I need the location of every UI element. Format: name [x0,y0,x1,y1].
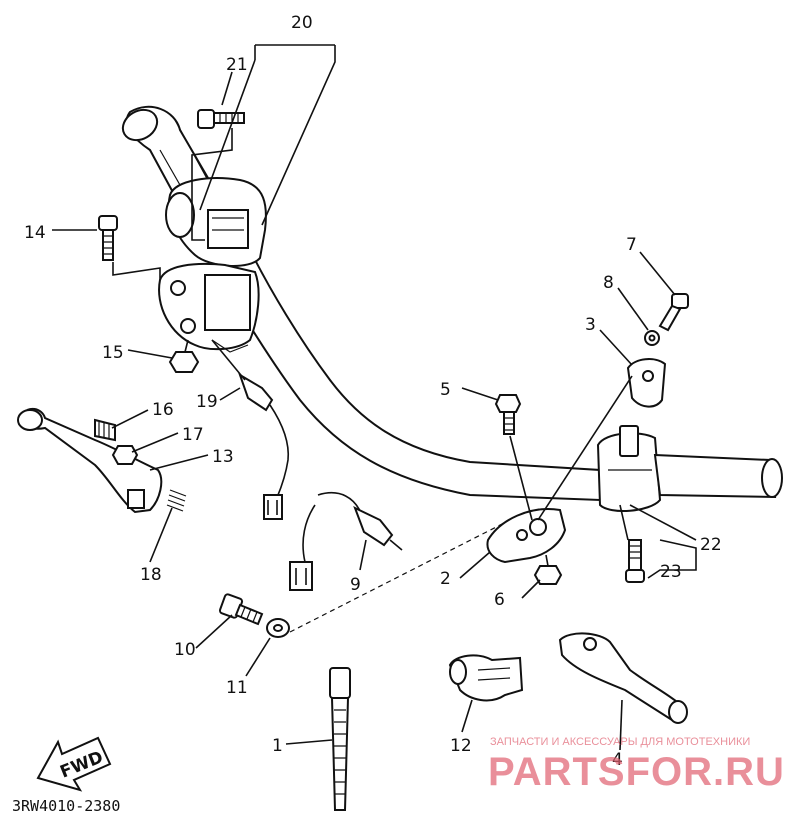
bolt-14 [98,215,161,280]
callout-23: 23 [660,562,682,582]
screw-21 [191,109,245,241]
left-lever-13 [17,407,163,514]
left-switch-assembly [158,177,267,353]
bracket-2 [486,508,567,564]
callout-17: 17 [182,425,204,445]
cable-tie-1 [329,667,351,811]
callout-19: 19 [196,392,218,412]
callout-3: 3 [585,315,596,335]
washer-8 [644,330,660,346]
part-12 [448,654,524,702]
callout-15: 15 [102,343,124,363]
screw-23 [619,504,645,583]
callout-14: 14 [24,223,46,243]
callout-16: 16 [152,400,174,420]
alignment-line-1 [289,519,511,633]
callout-22: 22 [700,535,722,555]
switch-wire-19 [211,339,290,520]
watermark: ЗАПЧАСТИ И АКСЕССУАРЫ ДЛЯ МОТОТЕХНИКИ PA… [488,736,785,794]
callout-6: 6 [494,590,505,610]
right-lever-4 [558,632,688,724]
callout-20: 20 [291,13,313,33]
leader-lines [52,44,697,751]
callout-5: 5 [440,380,451,400]
alignment-line-2 [537,375,633,521]
pivot-bolt-16 [94,418,116,442]
callout-8: 8 [603,273,614,293]
callout-12: 12 [450,736,472,756]
callout-7: 7 [626,235,637,255]
callout-4: 4 [612,750,623,770]
callout-1: 1 [272,736,283,756]
callout-10: 10 [174,640,196,660]
bolt-10 [218,593,264,626]
nut-6 [533,554,563,585]
callout-11: 11 [226,678,248,698]
clutch-switch-9 [289,491,403,591]
washer-11 [266,618,290,638]
nut-17 [111,445,139,465]
callout-labels: 20 21 14 15 16 17 13 18 19 5 3 8 7 22 23… [24,13,722,770]
fwd-arrow: FWD [36,736,112,792]
diagram-code: 3RW4010-2380 [12,797,120,815]
callout-2: 2 [440,569,451,589]
right-switch-assembly-22 [596,425,783,512]
watermark-brand: PARTSFOR.RU [488,750,785,794]
callout-13: 13 [212,447,234,467]
bolt-5 [494,394,533,521]
callout-21: 21 [226,55,248,75]
spring-18 [166,489,187,512]
nut-15 [168,339,200,373]
holder-3 [626,358,667,408]
watermark-tagline: ЗАПЧАСТИ И АКСЕССУАРЫ ДЛЯ МОТОТЕХНИКИ [490,736,750,748]
screw-7 [658,293,689,332]
callout-18: 18 [140,565,162,585]
callout-9: 9 [350,575,361,595]
